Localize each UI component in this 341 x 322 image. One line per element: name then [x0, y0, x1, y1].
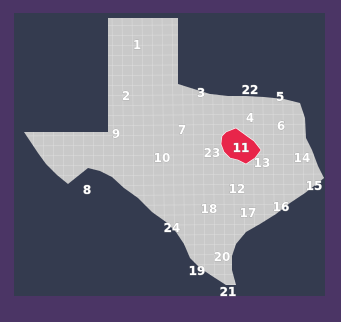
region-label-16[interactable]: 16	[272, 200, 290, 215]
region-label-3[interactable]: 3	[197, 86, 206, 101]
county-line	[24, 243, 324, 247]
region-label-10[interactable]: 10	[153, 151, 171, 166]
county-line	[24, 273, 324, 277]
county-line	[24, 163, 324, 167]
region-label-18[interactable]: 18	[200, 202, 218, 217]
region-label-13[interactable]: 13	[253, 156, 271, 171]
region-label-21[interactable]: 21	[219, 285, 237, 300]
region-label-4[interactable]: 4	[246, 111, 255, 126]
county-line	[24, 253, 324, 257]
region-label-6[interactable]: 6	[277, 119, 286, 134]
texas-state-shape	[24, 18, 324, 285]
county-line	[24, 153, 324, 157]
region-label-14[interactable]: 14	[293, 151, 311, 166]
county-line	[31, 18, 36, 285]
county-line	[24, 18, 26, 285]
region-label-1[interactable]: 1	[133, 38, 142, 53]
region-label-5[interactable]: 5	[276, 90, 285, 105]
region-label-15[interactable]: 15	[305, 179, 323, 194]
region-label-2[interactable]: 2	[122, 89, 131, 104]
region-label-20[interactable]: 20	[213, 250, 231, 265]
region-label-22[interactable]: 22	[241, 83, 259, 98]
county-line	[321, 18, 324, 285]
county-line	[24, 143, 324, 147]
county-line	[24, 133, 324, 137]
county-line	[20, 14, 328, 16]
region-label-17[interactable]: 17	[239, 206, 257, 221]
region-label-9[interactable]: 9	[112, 127, 121, 142]
region-label-23[interactable]: 23	[203, 146, 221, 161]
region-label-12[interactable]: 12	[228, 182, 246, 197]
county-line	[24, 263, 324, 267]
region-11-highlight[interactable]	[220, 127, 262, 165]
county-line	[24, 283, 324, 285]
region-label-8[interactable]: 8	[83, 183, 92, 198]
region-label-11[interactable]: 11	[232, 141, 250, 156]
region-label-7[interactable]: 7	[178, 123, 187, 138]
county-line	[24, 173, 324, 177]
region-label-24[interactable]: 24	[163, 221, 181, 236]
region-label-19[interactable]: 19	[188, 264, 206, 279]
